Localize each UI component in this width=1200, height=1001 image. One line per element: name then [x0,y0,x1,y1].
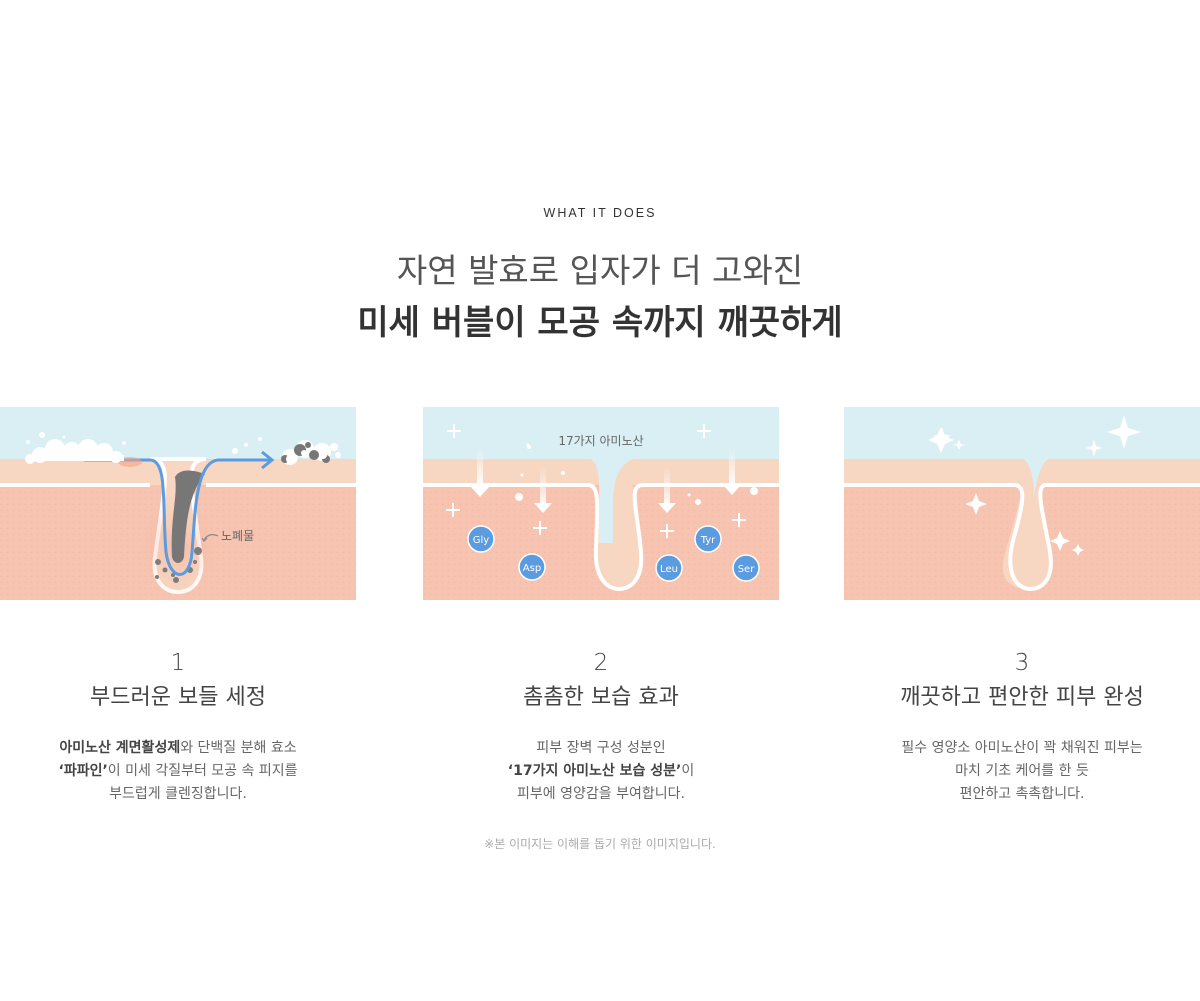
step-card-1: 1 부드러운 보들 세정 아미노산 계면활성제와 단백질 분해 효소 ‘파파인’… [0,648,356,806]
desc-text: 마치 기초 케어를 한 듯 [955,763,1089,779]
desc-highlight: 아미노산 계면활성제 [59,740,181,756]
footnote: ※본 이미지는 이해를 돕기 위한 이미지입니다. [484,837,716,851]
impurity-icon [155,547,202,583]
desc-highlight: ‘파파인’ [58,763,108,779]
step-title: 부드러운 보들 세정 [90,685,266,710]
step-title: 깨끗하고 편안한 피부 완성 [900,685,1144,710]
hair-shaft [171,470,205,563]
sparkle-icon [928,415,1141,556]
badge-asp-label: Asp [523,563,541,574]
badge-gly-label: Gly [473,535,490,546]
badge-leu-label: Leu [660,564,678,575]
desc-highlight: ‘17가지 아미노산 보습 성분’ [507,763,682,779]
cleansing-illustration: 노폐물 [0,407,356,600]
headline-line-2: 미세 버블이 모공 속까지 깨끗하게 [357,303,843,343]
moisture-illustration: 17가지 아미노산 Gly Asp Leu Tyr Ser [423,407,779,600]
step-number: 1 [170,650,186,676]
step-title: 촘촘한 보습 효과 [523,685,679,710]
desc-text: 편안하고 촉촉합니다. [959,786,1085,802]
desc-text: 이 [681,763,695,779]
step-description: 필수 영양소 아미노산이 꽉 채워진 피부는 마치 기초 케어를 한 듯 편안하… [844,737,1200,806]
section-eyebrow: WHAT IT DOES [543,206,657,220]
desc-text: 피부에 영양감을 부여합니다. [517,786,685,802]
curved-arrow-icon [84,458,272,576]
step-description: 피부 장벽 구성 성분인 ‘17가지 아미노산 보습 성분’이 피부에 영양감을… [423,737,779,806]
badge-ser-label: Ser [738,564,756,575]
desc-text: 피부 장벽 구성 성분인 [536,740,666,756]
step-card-3: 3 깨끗하고 편안한 피부 완성 필수 영양소 아미노산이 꽉 채워진 피부는 … [844,648,1200,806]
desc-text: 필수 영양소 아미노산이 꽉 채워진 피부는 [901,740,1143,756]
desc-text: 와 단백질 분해 효소 [180,740,297,756]
impurity-label: 노폐물 [221,529,254,543]
badge-gly [467,525,495,553]
badge-tyr-label: Tyr [700,535,716,546]
headline-line-1: 자연 발효로 입자가 더 고와진 [396,251,804,290]
badge-ser [732,554,760,582]
step-card-2: 2 촘촘한 보습 효과 피부 장벽 구성 성분인 ‘17가지 아미노산 보습 성… [423,648,779,806]
plus-icon [446,424,746,538]
desc-text: 이 미세 각질부터 모공 속 피지를 [107,763,298,779]
amino-acid-label: 17가지 아미노산 [558,434,643,448]
step-number: 2 [593,650,609,676]
arrow-down-icon [471,447,741,513]
step-number: 3 [1014,650,1030,676]
desc-text: 부드럽게 클렌징합니다. [109,786,247,802]
bubble-foam-icon [25,432,126,464]
badge-leu [655,554,683,582]
comfort-illustration [844,407,1200,600]
step-description: 아미노산 계면활성제와 단백질 분해 효소 ‘파파인’이 미세 각질부터 모공 … [0,737,356,806]
badge-asp [518,553,546,581]
badge-tyr [694,525,722,553]
